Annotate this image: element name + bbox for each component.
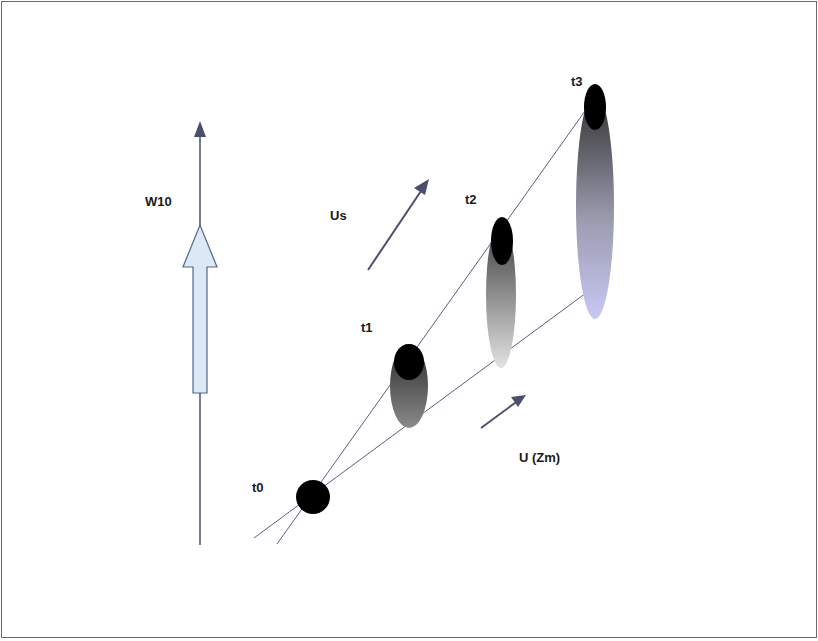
puff-t0: [296, 480, 330, 514]
puff-core: [584, 84, 606, 130]
speed-label: Us: [330, 208, 347, 223]
label-holder: t1: [361, 318, 373, 336]
label-holder: U (Zm): [519, 448, 560, 466]
arrow-head: [194, 121, 206, 137]
wind-label: W10: [145, 194, 172, 209]
time-label: t0: [252, 480, 264, 495]
time-label: t1: [361, 320, 373, 335]
arrow-head: [511, 395, 526, 407]
puff-core: [394, 344, 424, 380]
label-holder: t2: [465, 190, 477, 208]
arrow-head: [414, 179, 429, 195]
time-label: t2: [465, 192, 477, 207]
puff-core: [491, 217, 513, 265]
us-arrow: [368, 188, 423, 270]
wind-arrow: [183, 225, 217, 393]
label-holder: t3: [571, 72, 583, 90]
wind-profile-label: U (Zm): [519, 450, 560, 465]
u-arrow: [481, 400, 519, 428]
trajectory-line: [254, 293, 586, 538]
label-holder: t0: [252, 478, 264, 496]
label-holder: W10: [145, 192, 172, 210]
puff-t1: [390, 344, 428, 428]
label-holder: Us: [330, 206, 347, 224]
time-label: t3: [571, 74, 583, 89]
